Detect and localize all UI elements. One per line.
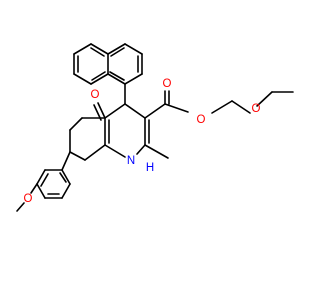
methoxy-oxygen-label: O: [24, 193, 33, 205]
structure-canvas: O O O O O N H: [16, 43, 294, 212]
ketone-oxygen-label: O: [91, 89, 100, 101]
amine-nitrogen-label: N: [127, 155, 135, 167]
methoxyphenyl-group: [16, 151, 71, 212]
hydroquinoline-core: [69, 83, 169, 161]
molecule-structure: O O O O O N H: [16, 43, 294, 212]
ester-single-oxygen-label: O: [197, 114, 206, 126]
ester-carbonyl-oxygen-label: O: [163, 78, 172, 90]
ester-group: [144, 90, 294, 119]
atom-labels: O O O O O N H: [24, 78, 261, 205]
amine-hydrogen-label: H: [146, 162, 154, 174]
naphthalene-group: [73, 43, 143, 85]
ether-oxygen-label: O: [252, 103, 261, 115]
